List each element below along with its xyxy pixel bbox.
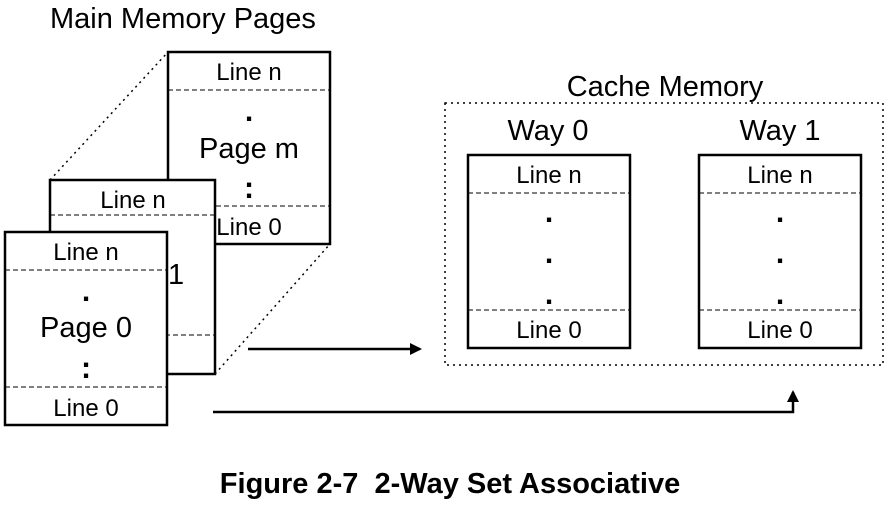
- page-0-line-0: Line 0: [53, 395, 118, 422]
- page-m: Line n . Page m . . Line 0: [166, 50, 332, 246]
- way-0-dot-3: .: [545, 278, 553, 311]
- way-1-dot-3: .: [776, 278, 784, 311]
- page-m-dot-lower-2: .: [245, 172, 253, 205]
- arrow-to-way-1: [213, 390, 799, 414]
- way-0-title: Way 0: [507, 115, 588, 147]
- page-1-line-n: Line n: [100, 187, 165, 214]
- main-memory-heading: Main Memory Pages: [50, 3, 316, 35]
- page-1-label-fragment: 1: [168, 259, 184, 291]
- page-m-line-n: Line n: [216, 59, 281, 86]
- page-0: Line n . Page 0 . . Line 0: [3, 230, 169, 427]
- page-0-line-n: Line n: [53, 239, 118, 266]
- cache-memory-box: [444, 102, 884, 366]
- way-1-line-n: Line n: [747, 162, 812, 189]
- way-0-dot-1: .: [545, 196, 553, 229]
- page-m-dot-upper: .: [245, 95, 253, 128]
- page-m-line-0: Line 0: [216, 214, 281, 241]
- page-m-label: Page m: [199, 133, 299, 165]
- page-0-dot-lower-1: .: [82, 341, 90, 374]
- way-0-dot-2: .: [545, 237, 553, 270]
- figure-caption: Figure 2-7 2-Way Set Associative: [220, 468, 680, 500]
- page-0-dot-lower-2: .: [82, 352, 90, 385]
- way-1-dot-1: .: [776, 196, 784, 229]
- page-0-dot-upper: .: [82, 275, 90, 308]
- way-0-line-0: Line 0: [516, 317, 581, 344]
- page-m-dot-lower-1: .: [245, 161, 253, 194]
- way-1-line-0: Line 0: [747, 317, 812, 344]
- way-0: Line n . . . Line 0: [466, 153, 632, 350]
- way-0-line-n: Line n: [516, 162, 581, 189]
- way-1: Line n . . . Line 0: [697, 153, 863, 350]
- cache-memory-heading: Cache Memory: [567, 71, 764, 103]
- page-0-label: Page 0: [40, 312, 132, 344]
- way-1-dot-2: .: [776, 237, 784, 270]
- way-1-title: Way 1: [739, 115, 820, 147]
- perspective-lines: [49, 51, 331, 375]
